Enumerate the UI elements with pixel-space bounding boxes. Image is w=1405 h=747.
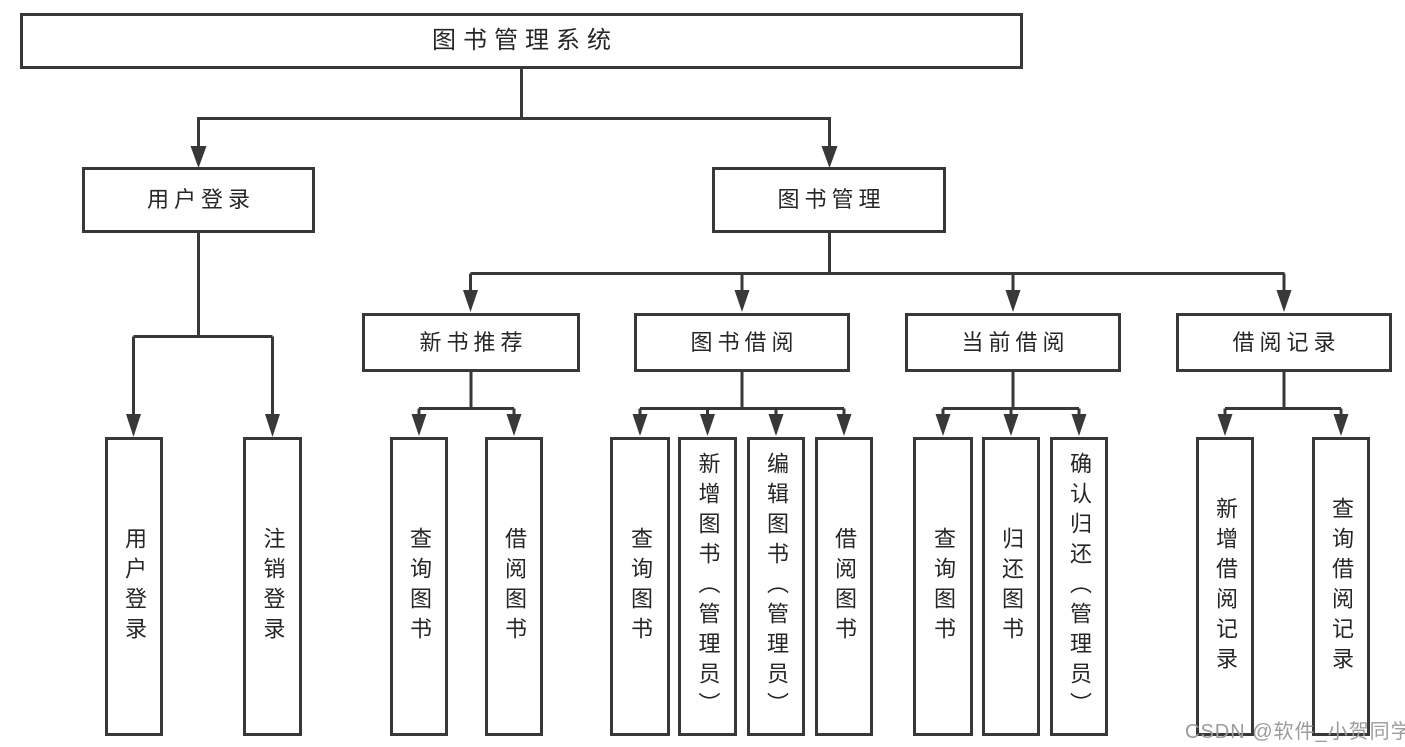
node-label: 查询图书 — [407, 526, 432, 647]
arrow-down-icon — [506, 414, 522, 436]
arrow-down-icon — [1005, 290, 1021, 312]
connector-line — [638, 372, 846, 418]
node-label: 借阅图书 — [832, 526, 857, 647]
node-book-borrow: 图书借阅 — [634, 313, 850, 372]
node-leaf-logout: 注销登录 — [243, 437, 302, 736]
node-label: 新增借阅记录 — [1213, 496, 1238, 677]
arrow-down-icon — [126, 414, 141, 437]
node-current-borrow: 当前借阅 — [905, 313, 1121, 372]
arrow-down-icon — [700, 414, 715, 436]
node-label: 确认归还（管理员） — [1067, 451, 1092, 722]
arrow-down-icon — [768, 414, 784, 436]
node-leaf-edit-books-admin: 编辑图书（管理员） — [747, 437, 805, 736]
node-leaf-query-books: 查询图书 — [610, 437, 670, 736]
node-system-root: 图书管理系统 — [20, 13, 1023, 69]
node-leaf-return-books: 归还图书 — [982, 437, 1040, 736]
connector-root-to-level2 — [190, 69, 838, 168]
connector-bookmgmt-to-level3 — [463, 233, 1292, 312]
connector-recommend-to-leaves — [411, 372, 522, 436]
node-leaf-borrow-books: 借阅图书 — [485, 437, 543, 736]
arrow-down-icon — [265, 414, 280, 437]
node-label: 图书管理系统 — [432, 27, 618, 54]
connector-borrow-to-leaves — [632, 372, 852, 436]
connector-line — [132, 233, 274, 418]
arrow-down-icon — [821, 146, 838, 168]
arrow-down-icon — [1276, 290, 1292, 312]
node-label: 图书借阅 — [690, 329, 799, 355]
node-leaf-add-borrow-record: 新增借阅记录 — [1196, 437, 1254, 736]
arrow-down-icon — [1003, 414, 1019, 436]
node-book-management: 图书管理 — [712, 167, 946, 233]
node-label: 当前借阅 — [961, 329, 1070, 355]
arrow-down-icon — [734, 290, 750, 312]
node-label: 编辑图书（管理员） — [764, 451, 789, 722]
node-label: 借阅记录 — [1232, 329, 1341, 355]
node-label: 用户登录 — [146, 187, 255, 212]
arrow-down-icon — [411, 414, 427, 436]
node-label: 借阅图书 — [502, 526, 527, 647]
node-leaf-query-books: 查询图书 — [913, 437, 973, 736]
connector-userlogin-to-leaves — [126, 233, 280, 437]
node-label: 查询图书 — [931, 526, 956, 647]
node-label: 图书管理 — [777, 187, 886, 212]
csdn-watermark: CSDN @软件_小贺同学 — [1185, 721, 1405, 743]
node-label: 新增图书（管理员） — [695, 451, 721, 722]
node-leaf-query-borrow-record: 查询借阅记录 — [1312, 437, 1370, 736]
node-new-book-recommend: 新书推荐 — [362, 313, 580, 372]
arrow-down-icon — [1333, 414, 1349, 436]
node-leaf-confirm-return-admin: 确认归还（管理员） — [1050, 437, 1108, 736]
arrow-down-icon — [190, 146, 207, 168]
node-leaf-add-books-admin: 新增图书（管理员） — [678, 437, 737, 736]
node-leaf-query-books: 查询图书 — [390, 437, 448, 736]
node-label: 归还图书 — [999, 526, 1024, 647]
arrow-down-icon — [1217, 414, 1233, 436]
node-label: 查询借阅记录 — [1329, 496, 1354, 677]
node-label: 用户登录 — [122, 526, 147, 647]
connector-line — [941, 372, 1081, 418]
node-leaf-user-login: 用户登录 — [105, 437, 163, 736]
connector-line — [469, 233, 1286, 293]
connector-records-to-leaves — [1217, 372, 1349, 436]
node-borrow-records: 借阅记录 — [1176, 313, 1392, 372]
node-label: 注销登录 — [260, 526, 286, 647]
arrow-down-icon — [836, 414, 852, 436]
connector-current-to-leaves — [935, 372, 1087, 436]
node-user-login: 用户登录 — [82, 167, 315, 233]
arrow-down-icon — [463, 290, 478, 312]
node-leaf-borrow-books: 借阅图书 — [815, 437, 873, 736]
connector-line — [1223, 372, 1343, 418]
connector-line — [417, 372, 516, 418]
node-label: 新书推荐 — [419, 329, 528, 355]
arrow-down-icon — [1071, 414, 1087, 436]
connector-line — [197, 69, 831, 150]
arrow-down-icon — [935, 414, 951, 436]
arrow-down-icon — [632, 414, 648, 436]
node-label: 查询图书 — [628, 526, 653, 647]
